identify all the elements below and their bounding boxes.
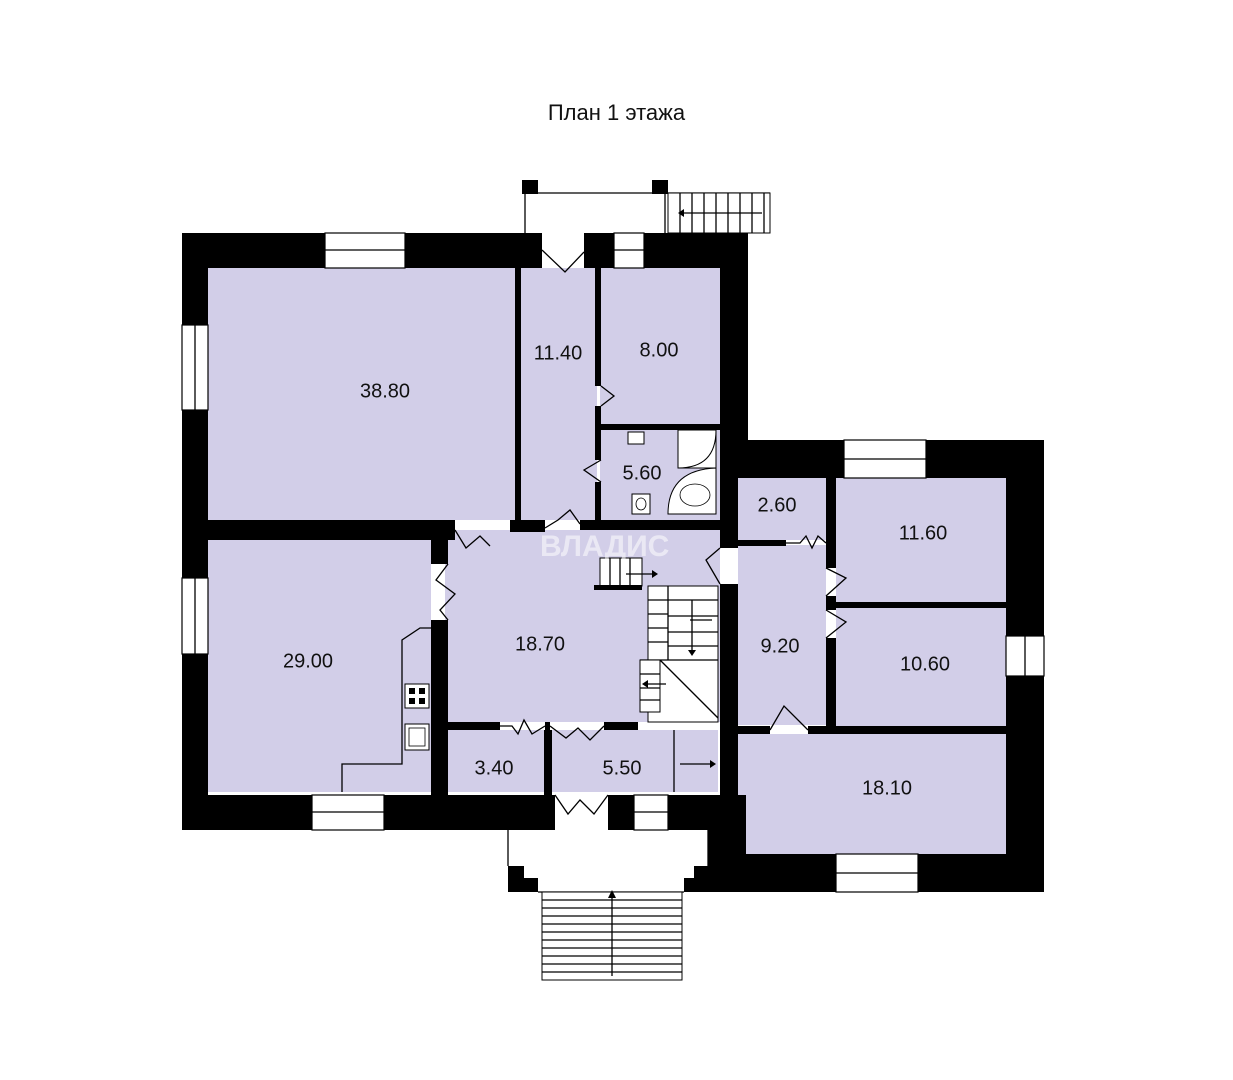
sink-icon (404, 723, 430, 751)
toilet-icon (631, 493, 651, 515)
room-floor-11-40[interactable] (521, 268, 597, 520)
room-floor-10-60[interactable] (836, 608, 1006, 726)
kitchen-counter (341, 627, 431, 792)
washbasin-icon (627, 431, 645, 445)
plan-title: План 1 этажа (547, 100, 686, 125)
room-floor-8-00[interactable] (600, 268, 720, 424)
room-floor-11-60[interactable] (836, 478, 1006, 602)
doors (435, 249, 848, 816)
room-area-label: 8.00 (640, 339, 679, 361)
room-area-label: 9.20 (761, 635, 800, 657)
room-area-label: 11.60 (899, 522, 948, 544)
room-floor-29-00[interactable] (208, 540, 431, 792)
watermark-text: ВЛАДИС (540, 530, 669, 563)
room-area-label: 5.60 (623, 462, 662, 484)
room-area-label: 18.10 (862, 777, 912, 799)
room-floor-9-20[interactable] (738, 545, 826, 725)
room-floor-3-40[interactable] (448, 730, 544, 792)
door-rear-entry (541, 249, 585, 273)
internal-staircase (599, 557, 719, 723)
room-area-label: 2.60 (758, 494, 797, 516)
stove-icon (404, 683, 430, 709)
room-area-label: 10.60 (900, 653, 950, 675)
bathtub-icon (667, 467, 717, 515)
room-area-label: 18.70 (515, 633, 565, 655)
walls (182, 180, 1044, 892)
room-floor-38-80[interactable] (208, 268, 516, 520)
room-floors (208, 268, 1006, 854)
shower-icon (677, 429, 717, 469)
room-area-label: 11.40 (534, 342, 583, 364)
room-floor-18-10[interactable] (738, 734, 1006, 854)
room-area-label: 29.00 (283, 650, 333, 672)
room-floor-5-50[interactable] (552, 730, 718, 792)
vestibule-step (673, 730, 716, 792)
room-floor-2-60[interactable] (738, 478, 828, 540)
rear-porch (522, 192, 771, 234)
room-area-label: 38.80 (360, 380, 410, 402)
room-area-label: 5.50 (603, 757, 642, 779)
windows (181, 232, 1045, 893)
front-porch (507, 830, 709, 981)
room-area-label: 3.40 (475, 757, 514, 779)
area-labels: 38.80 11.40 8.00 5.60 29.00 18.70 2.60 1… (283, 339, 950, 799)
